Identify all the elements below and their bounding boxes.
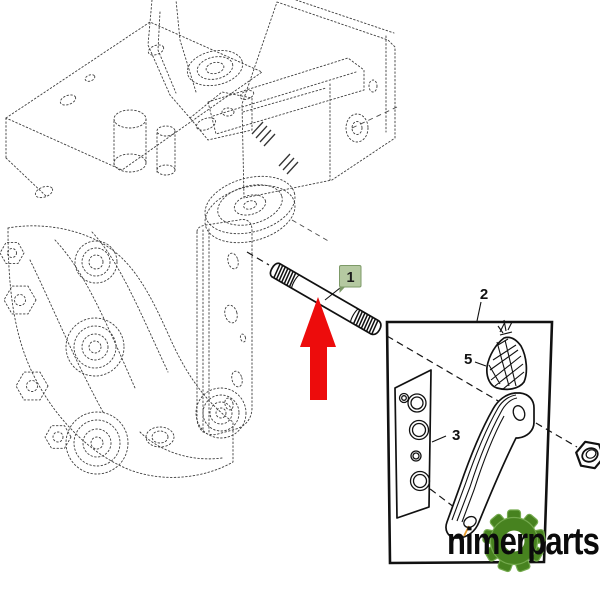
upper-flange <box>186 49 244 87</box>
watermark-logo[interactable]: nimerparts <box>447 509 600 573</box>
leader-line-callout-2 <box>476 301 482 322</box>
leader-line-callout-1 <box>324 287 341 301</box>
hex-nut <box>575 440 600 470</box>
callout-5-label: 5 <box>464 351 472 368</box>
bag-hatching <box>488 338 525 390</box>
leader-line-callout-5 <box>474 361 487 367</box>
cylinder-boss <box>113 109 176 176</box>
red-arrow <box>300 297 336 400</box>
kit-box <box>385 320 554 565</box>
callout-2-label: 2 <box>480 286 488 303</box>
lever-bottom-hole <box>463 515 477 529</box>
callout-3-label: 3 <box>452 427 460 444</box>
lever-top-hole <box>512 405 526 421</box>
coupler-ports <box>65 240 247 475</box>
lever-arm <box>445 392 535 539</box>
callout-1-box[interactable] <box>339 265 362 288</box>
callout-3[interactable]: 3 <box>431 427 460 444</box>
gasket-plate <box>394 369 432 519</box>
valve-body <box>7 225 234 478</box>
right-block <box>241 1 396 199</box>
leader-line-callout-3 <box>431 435 447 443</box>
leader-line-stud-axis <box>386 335 578 448</box>
cover-plate <box>5 21 263 171</box>
central-flange <box>204 175 296 244</box>
stud-threads <box>273 263 379 335</box>
valve-assembly-sketch <box>0 0 398 478</box>
gear-icon <box>482 509 546 573</box>
callout-5[interactable]: 5 <box>464 351 487 368</box>
mounting-plate <box>196 219 253 436</box>
upright-arm <box>147 0 197 119</box>
hex-fittings <box>0 242 72 449</box>
leader-line-plate-to-stud <box>246 251 270 266</box>
callout-1-fold <box>339 287 345 293</box>
callout-1-label: 1 <box>346 270 354 286</box>
plastic-bag <box>486 319 528 391</box>
port-hatching <box>251 121 276 147</box>
callout-1[interactable]: 1 <box>324 265 362 301</box>
callout-2[interactable]: 2 <box>476 286 488 322</box>
orange-tick <box>463 525 470 537</box>
support-beam <box>207 57 365 135</box>
watermark-text: nimerparts <box>447 521 599 563</box>
